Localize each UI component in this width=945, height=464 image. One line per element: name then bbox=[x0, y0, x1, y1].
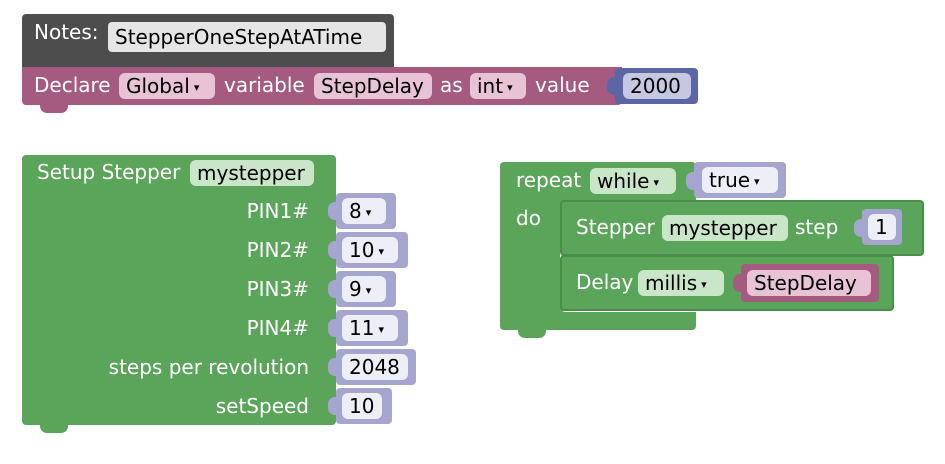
condition-block[interactable]: true▾ bbox=[694, 162, 786, 198]
setup-bottom-notch bbox=[40, 424, 68, 433]
pin4-label: PIN4# bbox=[246, 316, 309, 340]
pin2-dropdown[interactable]: 10▾ bbox=[342, 237, 398, 263]
speed-plug-tab bbox=[328, 397, 337, 415]
notes-block[interactable]: Notes: StepperOneStepAtATime bbox=[22, 14, 394, 68]
scope-dropdown[interactable]: Global▾ bbox=[119, 73, 215, 99]
delay-plug-tab bbox=[733, 274, 742, 292]
step-value-block[interactable]: 1 bbox=[862, 209, 902, 245]
chevron-down-icon: ▾ bbox=[701, 278, 707, 291]
scope-value: Global bbox=[126, 74, 190, 98]
condition-value: true bbox=[709, 168, 751, 192]
pin2-label: PIN2# bbox=[246, 238, 309, 262]
speed-block[interactable]: 10 bbox=[336, 388, 392, 424]
chevron-down-icon: ▾ bbox=[754, 175, 760, 188]
pin3-label: PIN3# bbox=[246, 277, 309, 301]
steps-plug-tab bbox=[328, 358, 337, 376]
pin4-block[interactable]: 11▾ bbox=[336, 310, 408, 346]
repeat-mode-dropdown[interactable]: while▾ bbox=[590, 168, 676, 194]
pin4-dropdown[interactable]: 11▾ bbox=[342, 315, 398, 341]
pin2-block[interactable]: 10▾ bbox=[336, 232, 408, 268]
pin1-block[interactable]: 8▾ bbox=[336, 193, 396, 229]
chevron-down-icon: ▾ bbox=[378, 245, 384, 258]
value-plug-tab bbox=[607, 77, 616, 95]
chevron-down-icon: ▾ bbox=[653, 176, 659, 189]
step-label: step bbox=[795, 215, 839, 239]
chevron-down-icon: ▾ bbox=[507, 81, 513, 94]
type-value: int bbox=[477, 74, 504, 98]
delay-unit-value: millis bbox=[645, 271, 698, 295]
step-plug-tab bbox=[854, 219, 863, 237]
pin1-plug-tab bbox=[328, 202, 337, 220]
repeat-mode-value: while bbox=[597, 169, 650, 193]
pin3-plug-tab bbox=[328, 280, 337, 298]
chevron-down-icon: ▾ bbox=[193, 81, 200, 94]
declare-bottom-notch bbox=[40, 104, 68, 113]
pin1-value: 8 bbox=[349, 199, 362, 223]
setspeed-label: setSpeed bbox=[215, 394, 309, 418]
chevron-down-icon: ▾ bbox=[365, 284, 372, 297]
steps-block[interactable]: 2048 bbox=[336, 349, 416, 385]
step-value-field[interactable]: 1 bbox=[868, 214, 896, 240]
pin1-dropdown[interactable]: 8▾ bbox=[342, 198, 386, 224]
do-label: do bbox=[516, 206, 541, 230]
chevron-down-icon: ▾ bbox=[365, 206, 372, 219]
stepper-label: Stepper bbox=[576, 215, 655, 239]
condition-plug-tab bbox=[686, 172, 695, 190]
notes-label: Notes: bbox=[34, 20, 99, 44]
pin4-plug-tab bbox=[328, 319, 337, 337]
repeat-bottom-notch bbox=[518, 329, 546, 338]
delay-label: Delay bbox=[576, 270, 634, 294]
speed-field[interactable]: 10 bbox=[342, 393, 382, 419]
value-number-field[interactable]: 2000 bbox=[623, 73, 691, 99]
condition-dropdown[interactable]: true▾ bbox=[702, 167, 778, 193]
pin2-plug-tab bbox=[328, 241, 337, 259]
pin2-value: 10 bbox=[349, 238, 375, 262]
pin3-value: 9 bbox=[349, 277, 362, 301]
notes-name-field[interactable]: StepperOneStepAtATime bbox=[108, 22, 386, 52]
type-dropdown[interactable]: int▾ bbox=[470, 73, 526, 99]
value-label: value bbox=[535, 73, 590, 97]
variable-name-field[interactable]: StepDelay bbox=[314, 73, 432, 99]
pin3-dropdown[interactable]: 9▾ bbox=[342, 276, 386, 302]
variable-label: variable bbox=[224, 73, 305, 97]
delay-variable-field[interactable]: StepDelay bbox=[747, 270, 871, 296]
stepper-name-field[interactable]: mystepper bbox=[190, 160, 314, 186]
stepper-step-name-field[interactable]: mystepper bbox=[662, 215, 788, 241]
as-label: as bbox=[440, 73, 463, 97]
setup-stepper-block[interactable]: Setup Stepper mystepper PIN1# PIN2# PIN3… bbox=[22, 155, 336, 425]
repeat-label: repeat bbox=[516, 168, 582, 192]
pin1-label: PIN1# bbox=[246, 199, 309, 223]
steps-field[interactable]: 2048 bbox=[342, 354, 408, 380]
chevron-down-icon: ▾ bbox=[378, 323, 384, 336]
delay-variable-block[interactable]: StepDelay bbox=[741, 264, 879, 302]
pin3-block[interactable]: 9▾ bbox=[336, 271, 396, 307]
setup-stepper-label: Setup Stepper bbox=[37, 160, 181, 184]
pin4-value: 11 bbox=[349, 316, 375, 340]
delay-unit-dropdown[interactable]: millis▾ bbox=[638, 270, 724, 296]
declare-label: Declare bbox=[34, 73, 111, 97]
value-number-block[interactable]: 2000 bbox=[615, 68, 698, 104]
steps-per-revolution-label: steps per revolution bbox=[108, 355, 309, 379]
declare-variable-block[interactable]: Declare Global▾ variable StepDelay as in… bbox=[22, 67, 622, 105]
